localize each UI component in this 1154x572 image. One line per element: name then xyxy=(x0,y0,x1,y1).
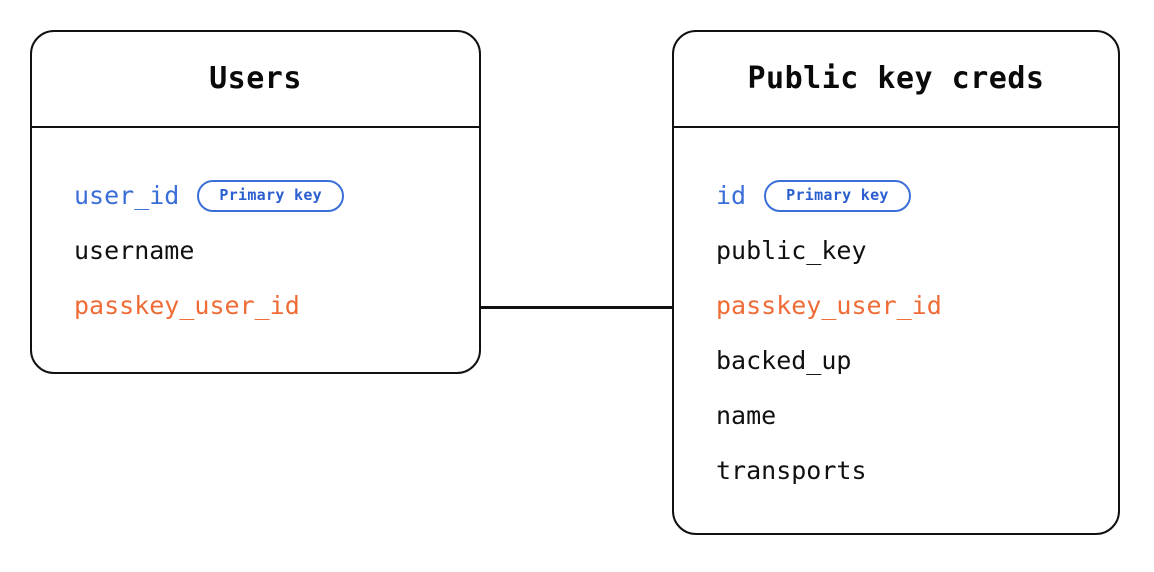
field-row[interactable]: backed_up xyxy=(716,333,1118,388)
field-name-passkey-user-id: passkey_user_id xyxy=(74,291,300,320)
field-name-backed-up: backed_up xyxy=(716,346,852,375)
field-row[interactable]: name xyxy=(716,388,1118,443)
field-row[interactable]: user_id Primary key xyxy=(74,168,479,223)
entity-public-key-creds[interactable]: Public key creds id Primary key public_k… xyxy=(672,30,1120,535)
entity-users-title: Users xyxy=(209,61,302,96)
entity-public-key-creds-title: Public key creds xyxy=(747,61,1045,96)
field-name-transports: transports xyxy=(716,456,867,485)
field-row[interactable]: passkey_user_id xyxy=(716,278,1118,333)
field-name-name: name xyxy=(716,401,777,430)
field-name-passkey-user-id: passkey_user_id xyxy=(716,291,942,320)
primary-key-badge: Primary key xyxy=(764,179,911,212)
field-name-id: id xyxy=(716,181,747,210)
field-row[interactable]: passkey_user_id xyxy=(74,278,479,333)
entity-public-key-creds-header-divider xyxy=(672,126,1120,128)
entity-users-field-list: user_id Primary key username passkey_use… xyxy=(32,126,479,372)
field-row[interactable]: username xyxy=(74,223,479,278)
relationship-connector-line xyxy=(481,306,672,309)
primary-key-badge: Primary key xyxy=(197,179,344,212)
field-row[interactable]: transports xyxy=(716,443,1118,498)
field-name-public-key: public_key xyxy=(716,236,867,265)
entity-users-header-divider xyxy=(30,126,481,128)
field-name-username: username xyxy=(74,236,195,265)
entity-public-key-creds-field-list: id Primary key public_key passkey_user_i… xyxy=(674,126,1118,533)
field-name-user-id: user_id xyxy=(74,181,180,210)
field-row[interactable]: public_key xyxy=(716,223,1118,278)
field-row[interactable]: id Primary key xyxy=(716,168,1118,223)
entity-users[interactable]: Users user_id Primary key username passk… xyxy=(30,30,481,374)
